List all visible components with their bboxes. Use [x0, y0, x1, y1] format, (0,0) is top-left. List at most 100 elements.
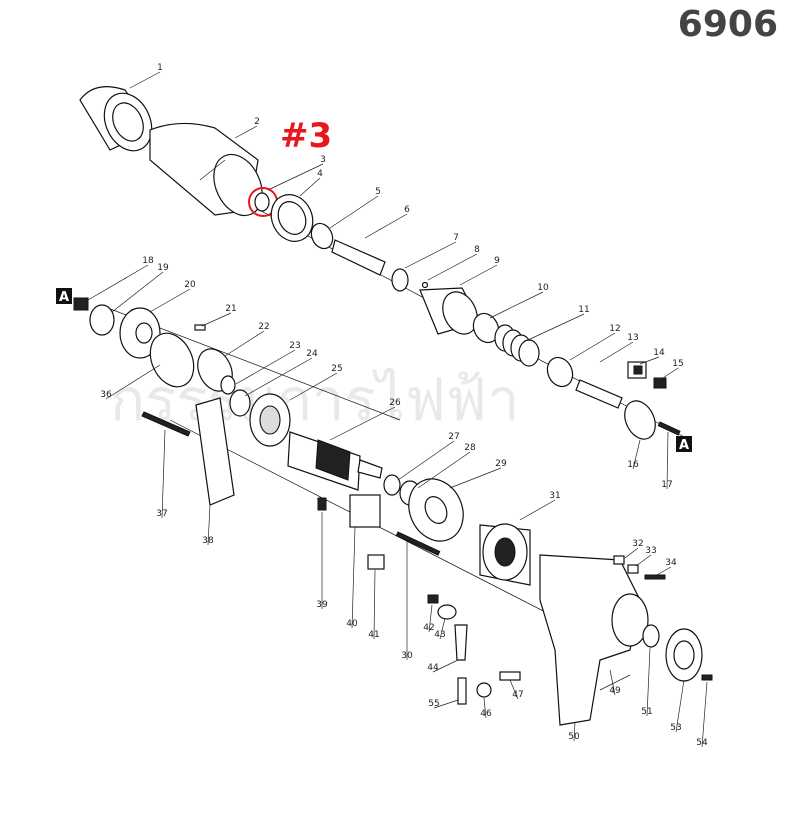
leader-line-36 [105, 364, 161, 400]
part-15-nut [653, 377, 667, 389]
part-number-label-33: 33 [645, 546, 656, 556]
part-number-label-42: 42 [423, 623, 434, 633]
leader-line-40 [351, 526, 356, 629]
part-39-screw [317, 497, 327, 511]
part-number-label-38: 38 [202, 536, 214, 546]
leader-line-28 [417, 451, 471, 489]
leader-line-44 [432, 659, 459, 673]
leader-line-27 [397, 440, 455, 481]
part-number-label-40: 40 [346, 619, 358, 629]
leader-line-50 [573, 721, 576, 742]
leader-line-16 [632, 439, 641, 470]
leader-line-29 [449, 467, 502, 489]
part-31-field [479, 523, 531, 586]
leader-line-20 [149, 288, 191, 313]
part-number-label-11: 11 [578, 305, 589, 315]
part-number-label-7: 7 [453, 233, 459, 243]
leader-line-11 [527, 313, 585, 341]
part-number-label-39: 39 [316, 600, 328, 610]
leader-line-21 [201, 312, 232, 327]
part-number-label-10: 10 [537, 283, 549, 293]
leader-line-19 [111, 271, 164, 313]
leader-line-9 [459, 264, 498, 286]
part-number-label-34: 34 [665, 558, 677, 568]
leader-line-53 [675, 679, 685, 733]
leader-line-14 [639, 356, 660, 365]
leader-line-5 [329, 195, 379, 229]
part-number-label-29: 29 [495, 459, 507, 469]
part-number-label-1: 1 [157, 63, 163, 73]
part-number-label-3: 3 [320, 155, 326, 165]
section-marker-a-left: A [56, 288, 72, 305]
leader-line-54 [701, 681, 708, 748]
part-47-brush [499, 671, 521, 681]
part-number-label-51: 51 [641, 707, 652, 717]
part-number-label-47: 47 [512, 690, 523, 700]
part-11-spring [494, 324, 540, 367]
part-number-label-23: 23 [289, 341, 300, 351]
part-16-flange [624, 400, 681, 440]
part-number-label-13: 13 [627, 333, 638, 343]
part-number-label-30: 30 [401, 651, 413, 661]
part-21-pin [194, 324, 206, 331]
part-53-cap [665, 628, 703, 682]
leader-line-47 [509, 679, 519, 700]
svg-text:A: A [59, 290, 69, 305]
leader-line-6 [364, 213, 408, 239]
part-5-washer [310, 222, 334, 250]
part-number-label-27: 27 [448, 432, 459, 442]
part-51-washer [642, 624, 660, 648]
part-number-label-55: 55 [428, 699, 439, 709]
part-number-label-9: 9 [494, 256, 500, 266]
part-number-label-26: 26 [389, 398, 401, 408]
leader-line-34 [654, 566, 672, 577]
part-number-label-54: 54 [696, 738, 708, 748]
part-8-ball [421, 281, 429, 289]
part-4-ring [270, 194, 314, 242]
leader-line-42 [428, 604, 433, 633]
svg-text:A: A [679, 438, 689, 453]
leader-line-49 [609, 669, 616, 696]
part-13-shaft [575, 379, 623, 409]
part-18-bearing [73, 297, 89, 311]
part-34-screw [644, 574, 666, 580]
part-number-label-15: 15 [672, 359, 683, 369]
highlight-label: #3 [280, 116, 333, 156]
part-number-label-32: 32 [632, 539, 643, 549]
leader-line-3 [267, 163, 324, 191]
part-23-bearing [220, 375, 236, 395]
part-32-nut [613, 555, 625, 565]
part-number-label-31: 31 [549, 491, 560, 501]
part-44-brush-holder [454, 624, 468, 661]
leader-line-55 [433, 699, 459, 709]
part-number-label-36: 36 [100, 390, 112, 400]
leader-line-10 [489, 291, 544, 319]
leader-line-33 [635, 554, 652, 567]
part-number-label-18: 18 [142, 256, 154, 266]
leader-line-12 [569, 332, 616, 361]
leader-line-24 [244, 357, 313, 397]
part-6-spindle [331, 239, 386, 276]
part-26-armature [287, 431, 383, 491]
part-38-grip [195, 397, 235, 506]
leader-line-22 [224, 330, 265, 357]
leader-line-46 [483, 697, 487, 719]
part-40-switch [349, 494, 381, 528]
part-number-label-5: 5 [375, 187, 381, 197]
part-number-label-4: 4 [317, 169, 323, 179]
leader-line-25 [289, 372, 338, 401]
part-10-washer [472, 312, 500, 344]
part-55-pin [457, 677, 467, 705]
part-37-screw [141, 411, 191, 437]
leader-line-41 [373, 569, 376, 640]
part-number-label-21: 21 [225, 304, 236, 314]
model-number: 6906 [677, 4, 778, 45]
part-number-label-24: 24 [306, 349, 318, 359]
part-12-washer [546, 356, 574, 388]
part-25-fan [249, 393, 291, 447]
part-number-label-20: 20 [184, 280, 196, 290]
part-7-washer [391, 268, 409, 292]
part-20-housing [119, 307, 161, 359]
part-number-label-8: 8 [474, 245, 480, 255]
leader-line-31 [519, 499, 556, 521]
